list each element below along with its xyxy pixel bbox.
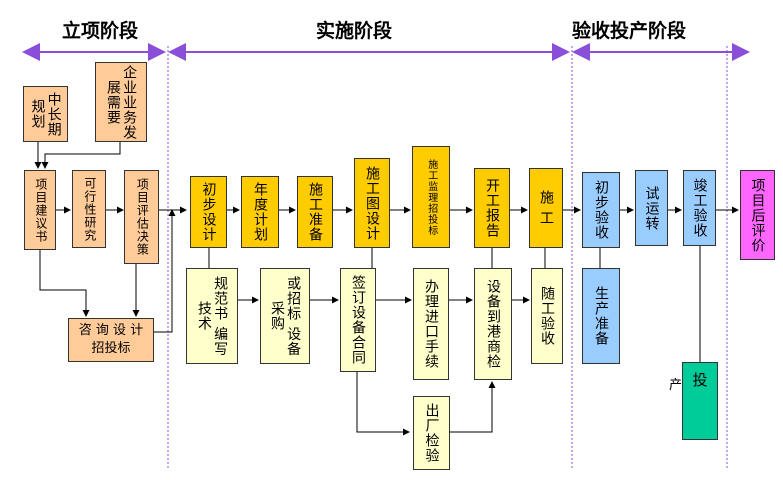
node-completion-acceptance: 竣工验收 xyxy=(683,170,716,246)
node-production: 投 xyxy=(682,362,718,440)
arrow-proposal-to-consulting xyxy=(39,250,90,317)
node-supervision-bidding: 施工监理招投标 xyxy=(412,146,450,248)
production-side-label: 产 xyxy=(669,378,683,393)
node-trial-run: 试运转 xyxy=(635,170,668,246)
node-proposal: 项目建议书 xyxy=(24,170,56,250)
phase-title-acceptance: 验收投产阶段 xyxy=(572,20,687,42)
node-equipment-procurement: 或招标 设备采购 xyxy=(260,268,310,364)
node-standard-writing: 规范书 编写技术 xyxy=(186,268,238,364)
arrow-factory-to-port xyxy=(450,381,496,433)
node-evaluation: 项目评估决策 xyxy=(124,170,159,264)
node-preliminary-design: 初步设计 xyxy=(190,176,227,248)
node-port-inspection: 设备到港商检 xyxy=(474,268,512,380)
node-annual-plan: 年度计划 xyxy=(241,176,279,248)
node-mid-long-plan: 中长期规划 xyxy=(23,86,68,142)
phase-title-initiation: 立项阶段 xyxy=(62,20,139,42)
node-post-evaluation: 项目后评价 xyxy=(740,170,775,260)
node-import-procedures: 办理进口手续 xyxy=(413,268,449,380)
node-follow-acceptance: 随工验收 xyxy=(531,268,563,364)
node-factory-inspection: 出厂检验 xyxy=(413,396,450,470)
node-start-report: 开工报告 xyxy=(474,168,510,248)
phase-title-implementation: 实施阶段 xyxy=(316,20,393,42)
node-construction: 施 工 xyxy=(529,168,563,248)
node-sign-contract: 签订设备合同 xyxy=(340,268,376,372)
arrow-needs-to-proposal xyxy=(41,142,121,169)
node-feasibility: 可行性研究 xyxy=(72,170,106,248)
node-construction-prep: 施工准备 xyxy=(297,176,333,248)
node-preliminary-acceptance: 初步验收 xyxy=(582,172,620,248)
node-enterprise-needs: 企业业务发展需要 xyxy=(95,62,147,142)
arrow-contract-to-factory xyxy=(356,372,410,436)
phase-separators xyxy=(167,46,728,470)
node-construction-drawing: 施工图设计 xyxy=(354,158,390,248)
node-production-prep: 生产准备 xyxy=(582,268,620,364)
arrow-consulting-to-design xyxy=(154,209,176,333)
node-consulting: 咨 询 设 计招投标 xyxy=(68,318,154,362)
